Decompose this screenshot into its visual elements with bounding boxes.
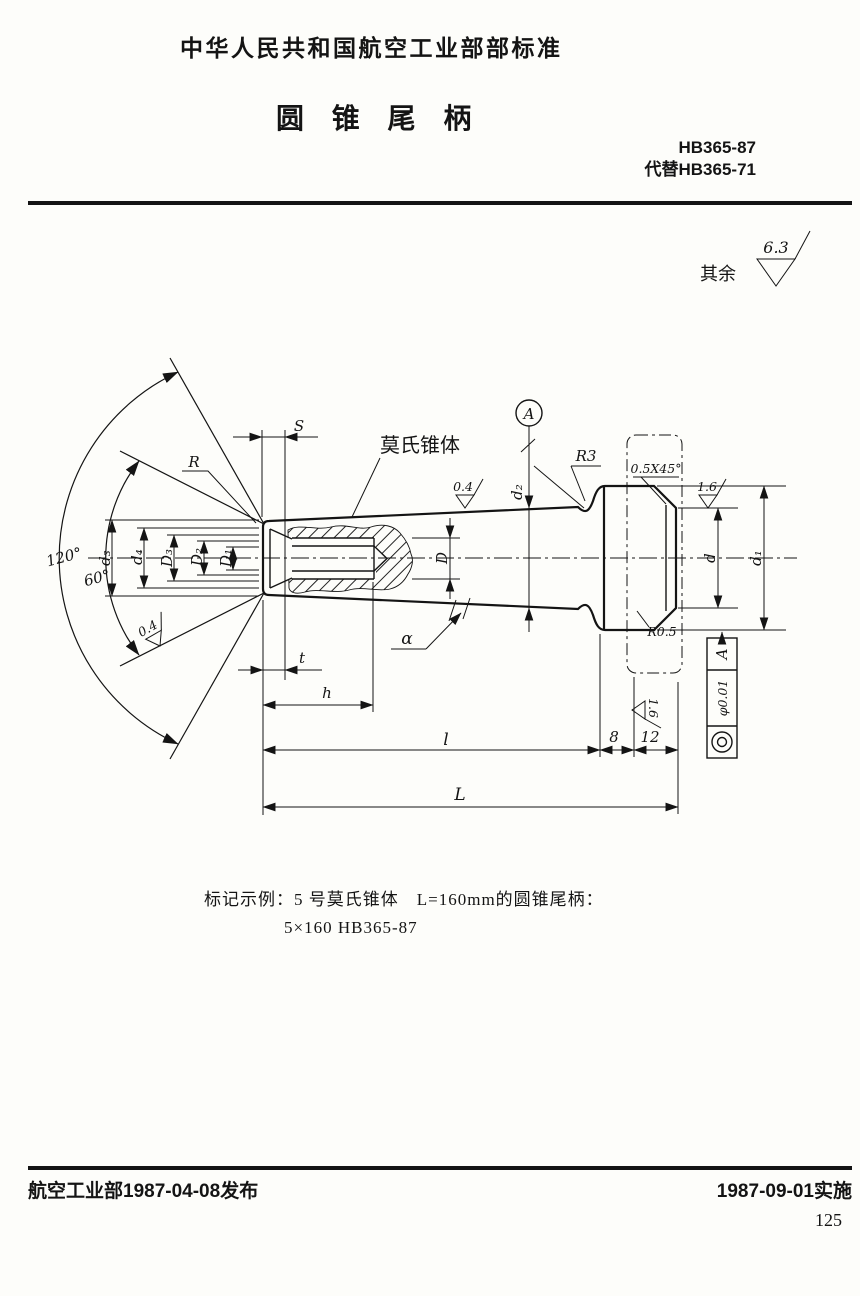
dimension-l-8-12: l 8 12: [262, 634, 679, 814]
part-label: 莫氏锥体: [380, 434, 460, 457]
center-hole-roughness: 0.4: [135, 617, 160, 640]
roughness-icon: 0.4: [135, 611, 162, 647]
datum-A-group: A d₂: [508, 399, 585, 632]
angle-ray: [169, 357, 265, 525]
angle-120-label: 120°: [44, 544, 84, 571]
standard-number: HB365-87: [678, 138, 757, 157]
dim-t-label: t: [299, 649, 306, 667]
section-cutaway: [286, 524, 413, 594]
dim-l-label: l: [443, 730, 448, 750]
general-roughness-prefix: 其余: [700, 264, 736, 284]
center-hole-angle-construction: 120° 60° 0.4: [44, 357, 265, 760]
dim-D1: D₁: [217, 549, 235, 568]
dimension-d-d1: d d₁: [657, 485, 786, 631]
general-roughness-value: 6.3: [763, 238, 788, 257]
tolerance-value: φ0.01: [715, 680, 730, 717]
dimension-t-h: t h: [238, 582, 374, 815]
datum-label: A: [522, 405, 535, 423]
dim-d2: d₂: [508, 484, 526, 500]
header-organization: 中华人民共和国航空工业部部标准: [180, 35, 563, 61]
footer-rule: [28, 1166, 852, 1170]
dim-L-label: L: [453, 785, 465, 805]
taper-roughness: 0.4: [453, 479, 473, 494]
header-rule: [28, 201, 852, 205]
leader-R3: R3: [570, 447, 601, 502]
dimension-D: D: [412, 518, 460, 599]
angle-ray: [169, 592, 265, 760]
dim-h-label: h: [322, 684, 332, 702]
dim-alpha-label: α: [401, 629, 413, 649]
roughness-icon: 6.3: [756, 230, 811, 287]
roughness-icon: 1.6: [631, 698, 662, 729]
page-title: 圆 锥 尾 柄: [276, 103, 482, 134]
marking-example-line1: 标记示例：5 号莫氏锥体 L=160mm的圆锥尾柄：: [204, 890, 604, 909]
footer-effective-date: 1987-09-01实施: [716, 1181, 852, 1202]
leader-R: R: [182, 453, 257, 524]
superseded-standard: 代替HB365-71: [644, 160, 757, 179]
dim-d4: d₄: [128, 549, 146, 565]
dim-12-label: 12: [640, 728, 659, 746]
footer-issued-date: 航空工业部1987-04-08发布: [28, 1181, 259, 1202]
dimension-L: L: [262, 785, 679, 812]
dim-R3-label: R3: [575, 447, 597, 465]
roughness-icon: 0.4: [453, 478, 484, 509]
arc-120: [58, 371, 179, 745]
roughness-icon: 1.6: [697, 478, 727, 509]
standard-number-block: HB365-87 代替HB365-71: [645, 137, 757, 181]
leader-chamfer: 0.5X45°: [631, 461, 682, 505]
page-number: 125: [815, 1210, 842, 1230]
collar-side-roughness: 1.6: [646, 698, 661, 718]
dim-d1: d₁: [747, 550, 765, 566]
leader-alpha: α: [391, 597, 471, 650]
angle-ray: [119, 592, 265, 667]
general-roughness-note: 其余 6.3: [700, 230, 811, 287]
tolerance-frame: A φ0.01: [706, 631, 738, 759]
dim-S-label: S: [294, 417, 304, 435]
dim-D: D: [433, 552, 451, 565]
dimension-S: S: [233, 417, 318, 680]
dim-chamfer-label: 0.5X45°: [631, 461, 682, 476]
dim-d: d: [701, 553, 719, 563]
taper-shank-outline: [261, 484, 678, 632]
marking-example-line2: 5×160 HB365-87: [284, 918, 418, 937]
dim-R05-label: R0.5: [646, 624, 676, 639]
tolerance-datum: A: [713, 648, 731, 661]
dim-d3: d₃: [96, 550, 114, 566]
left-diameter-dimensions: d₃ d₄ D₃ D₂ D₁: [96, 519, 259, 597]
dim-D2: D₂: [188, 548, 206, 567]
leader-R05: R0.5: [636, 610, 677, 639]
tang-phantom-outline: [626, 434, 683, 674]
angle-60-label: 60°: [82, 566, 112, 590]
dim-R-label: R: [187, 453, 199, 471]
dim-D3: D₃: [158, 549, 176, 568]
dim-8-label: 8: [609, 728, 619, 746]
part-label-group: 莫氏锥体: [351, 434, 460, 518]
concentricity-icon: [711, 731, 733, 753]
angle-ray: [119, 450, 265, 525]
